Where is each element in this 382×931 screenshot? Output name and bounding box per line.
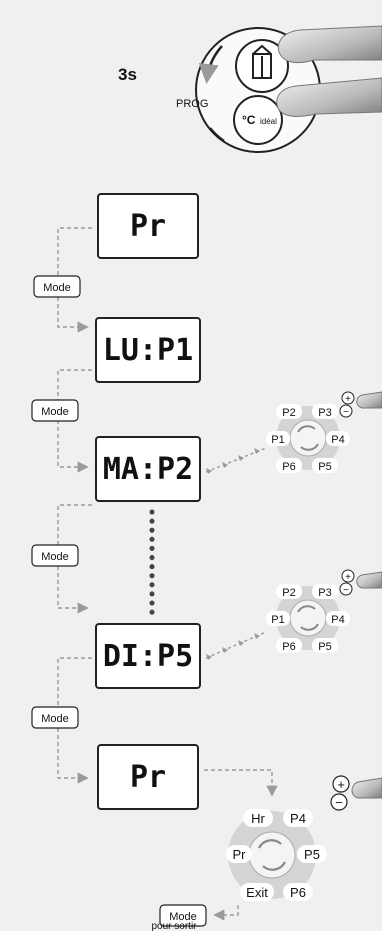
- wheel-2-label-p6: P6: [282, 641, 295, 653]
- connector-4-top: [57, 657, 92, 708]
- minus-icon: −: [343, 585, 349, 596]
- lcd-screen-2-text: LU:P1: [103, 333, 193, 368]
- mode-button-2[interactable]: Mode: [31, 399, 79, 422]
- connector-to-final-wheel: [204, 769, 278, 797]
- wheel-1-label-p4: P4: [331, 434, 344, 446]
- finger-lower: [276, 77, 382, 117]
- connector-1-top: [57, 227, 92, 276]
- final-wheel-label-exit: Exit: [246, 885, 268, 900]
- mode-button-4[interactable]: Mode: [31, 706, 79, 729]
- lcd-screen-4: DI:P5: [95, 623, 201, 689]
- finger-2: [356, 391, 382, 409]
- mode-button-exit[interactable]: Mode: [159, 904, 207, 927]
- finger-upper: [277, 25, 382, 64]
- final-wheel-label-p6: P6: [290, 885, 306, 900]
- wheel-2-label-p5: P5: [318, 641, 331, 653]
- wheel-2-label-p1: P1: [271, 614, 284, 626]
- plus-icon: +: [337, 777, 345, 792]
- plus-minus-2[interactable]: + −: [339, 569, 355, 596]
- plus-icon: +: [345, 394, 351, 405]
- connector-4-bottom: [57, 728, 89, 784]
- ideal-button[interactable]: °C idéal: [233, 95, 283, 145]
- lcd-screen-5: Pr: [97, 744, 199, 810]
- plus-minus-1[interactable]: + −: [339, 391, 355, 418]
- cycle-icon: [297, 605, 319, 631]
- connector-to-exit-mode: [213, 905, 239, 921]
- mode-button-1[interactable]: Mode: [33, 275, 81, 298]
- lcd-screen-3: MA:P2: [95, 436, 201, 502]
- plus-minus-3[interactable]: + −: [330, 775, 350, 811]
- connector-2-top: [57, 369, 92, 400]
- mode-button-4-label: Mode: [41, 713, 69, 725]
- mode-button-2-label: Mode: [41, 406, 69, 418]
- lcd-screen-2: LU:P1: [95, 317, 201, 383]
- prog-arrow-bottom: [209, 127, 225, 143]
- lcd-screen-1: Pr: [97, 193, 199, 259]
- prog-label: PROG: [176, 98, 208, 110]
- plus-icon: +: [345, 572, 351, 583]
- ideal-button-suffix: idéal: [260, 117, 277, 126]
- prog-arrow-top: [198, 45, 223, 84]
- wheel-1-label-p5: P5: [318, 461, 331, 473]
- minus-icon: −: [343, 407, 349, 418]
- cycle-icon: [258, 839, 286, 871]
- wheel-1-label-p6: P6: [282, 461, 295, 473]
- wheel-1-label-p2: P2: [282, 407, 295, 419]
- connector-1-bottom: [57, 297, 89, 333]
- final-wheel-label-hr: Hr: [251, 811, 265, 826]
- wheel-1-label-p3: P3: [318, 407, 331, 419]
- mode-button-3-label: Mode: [41, 551, 69, 563]
- mode-button-exit-label: Mode: [169, 911, 197, 923]
- final-wheel-label-p5: P5: [304, 847, 320, 862]
- finger-3: [356, 571, 382, 589]
- final-wheel-label-p4: P4: [290, 811, 306, 826]
- cycle-icon: [297, 425, 319, 451]
- lcd-screen-3-text: MA:P2: [103, 452, 193, 487]
- program-button[interactable]: [235, 39, 289, 93]
- mode-button-1-label: Mode: [43, 282, 71, 294]
- lcd-screen-5-text: Pr: [130, 760, 166, 795]
- ideal-button-prefix: °C: [242, 113, 256, 127]
- connector-2-bottom: [57, 420, 89, 473]
- mode-button-3[interactable]: Mode: [31, 544, 79, 567]
- wheel-2-label-p2: P2: [282, 587, 295, 599]
- lcd-screen-1-text: Pr: [130, 209, 166, 244]
- connector-3-bottom: [57, 566, 89, 614]
- connector-3-top: [57, 504, 92, 545]
- minus-icon: −: [335, 795, 343, 810]
- lcd-screen-4-text: DI:P5: [103, 639, 193, 674]
- wheel-1-pointer: [205, 447, 267, 473]
- wheel-2-label-p4: P4: [331, 614, 344, 626]
- program-wheel-2: P2 P3 P1 P4 P6 P5: [205, 584, 350, 660]
- exit-hint: pour sortir: [151, 921, 197, 931]
- finger-4: [351, 777, 382, 799]
- final-wheel: Hr P4 Pr P5 Exit P6: [226, 809, 327, 901]
- wheel-1-label-p1: P1: [271, 434, 284, 446]
- final-wheel-label-pr: Pr: [233, 847, 247, 862]
- program-wheel-1: P2 P3 P1 P4 P6 P5: [205, 404, 350, 474]
- hold-time-label: 3s: [118, 65, 137, 84]
- wheel-2-label-p3: P3: [318, 587, 331, 599]
